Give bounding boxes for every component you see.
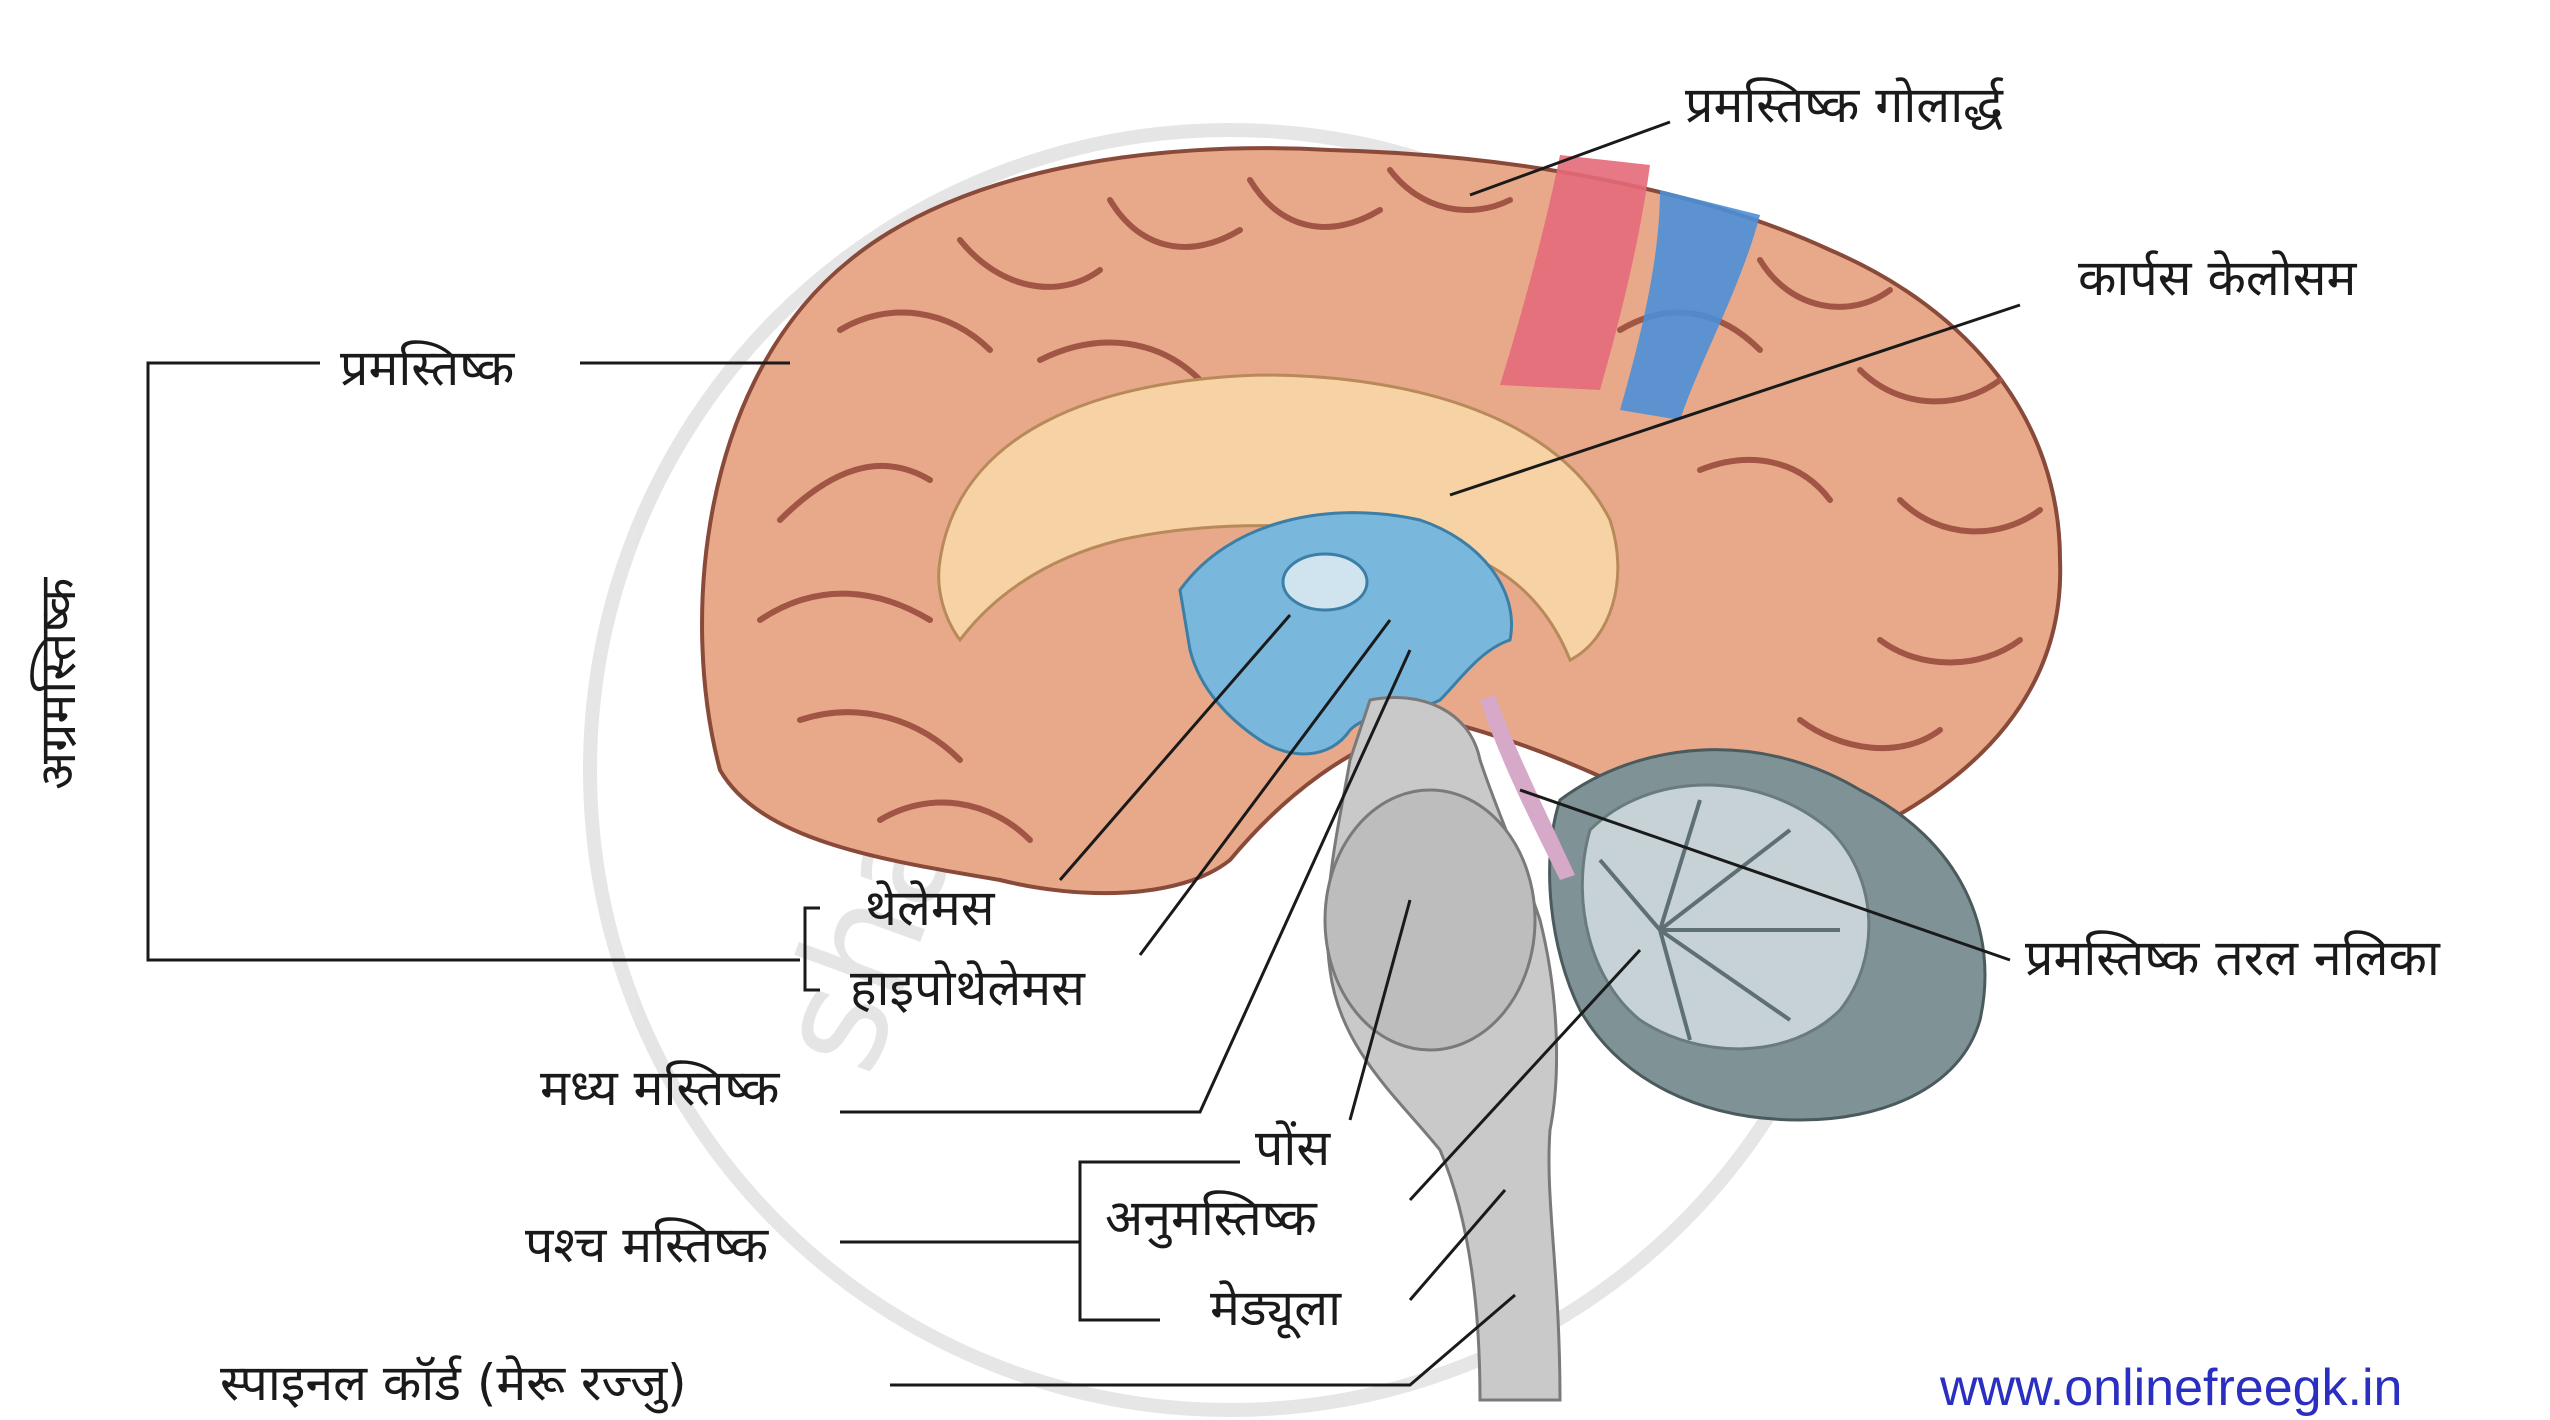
label-corpus-callosum: कार्पस केलोसम (2078, 249, 2357, 307)
label-hypothalamus: हाइपोथेलेमस (850, 959, 1086, 1017)
label-cerebrum: प्रमस्तिष्क (340, 339, 516, 397)
leader-midbrain (840, 649, 1412, 1114)
leader-pons (1348, 899, 1412, 1121)
label-cerebral-hemisphere: प्रमस्तिष्क गोलार्द्ध (1685, 76, 2004, 134)
label-cerebellum: अनुमस्तिष्क (1105, 1189, 1318, 1249)
arbor-vitae-branches (1598, 799, 1840, 1041)
label-medulla: मेड्यूला (1210, 1279, 1342, 1339)
ventricle-shape (1178, 511, 1513, 756)
label-hindbrain: पश्च मस्तिष्क (525, 1216, 770, 1274)
motor-strip (1500, 155, 1650, 390)
website-url[interactable]: www.onlinefreegk.in (1939, 1359, 2402, 1417)
leader-hypothalamus (1138, 619, 1392, 956)
leader-thalamus (1058, 614, 1292, 881)
label-midbrain: मध्य मस्तिष्क (540, 1059, 781, 1117)
label-thalamus: थेलेमस (865, 879, 996, 937)
leader-cerebral-aqueduct (1519, 788, 2011, 962)
leader-cerebral-hemisphere (1469, 120, 1671, 197)
thalamus-brace (803, 906, 820, 992)
label-forebrain: अग्रमस्तिष्क (29, 576, 87, 790)
label-spinal-cord: स्पाइनल कॉर्ड (मेरू रज्जु) (220, 1354, 687, 1414)
leader-lines (146, 120, 2021, 1387)
sensory-strip (1620, 190, 1760, 420)
leader-cerebellum (1408, 948, 1642, 1202)
gyri-lines (757, 167, 2043, 843)
diagram-labels: प्रमस्तिष्क गोलार्द्ध कार्पस केलोसम प्रम… (29, 76, 2441, 1417)
arbor-vitae (1580, 783, 1871, 1051)
leader-corpus-callosum (1449, 303, 2021, 497)
forebrain-bracket (146, 361, 800, 962)
brain-illustration (700, 146, 2063, 1402)
aqueduct-shape (1480, 695, 1575, 880)
pons-shape (1323, 788, 1537, 1052)
leader-medulla (1408, 1189, 1507, 1301)
corpus-callosum-shape (937, 373, 1620, 663)
label-pons: पोंस (1255, 1119, 1331, 1177)
label-cerebral-aqueduct: प्रमस्तिष्क तरल नलिका (2025, 929, 2441, 987)
leader-spinal-cord (890, 1293, 1516, 1387)
interthalamic-adhesion (1281, 552, 1369, 612)
